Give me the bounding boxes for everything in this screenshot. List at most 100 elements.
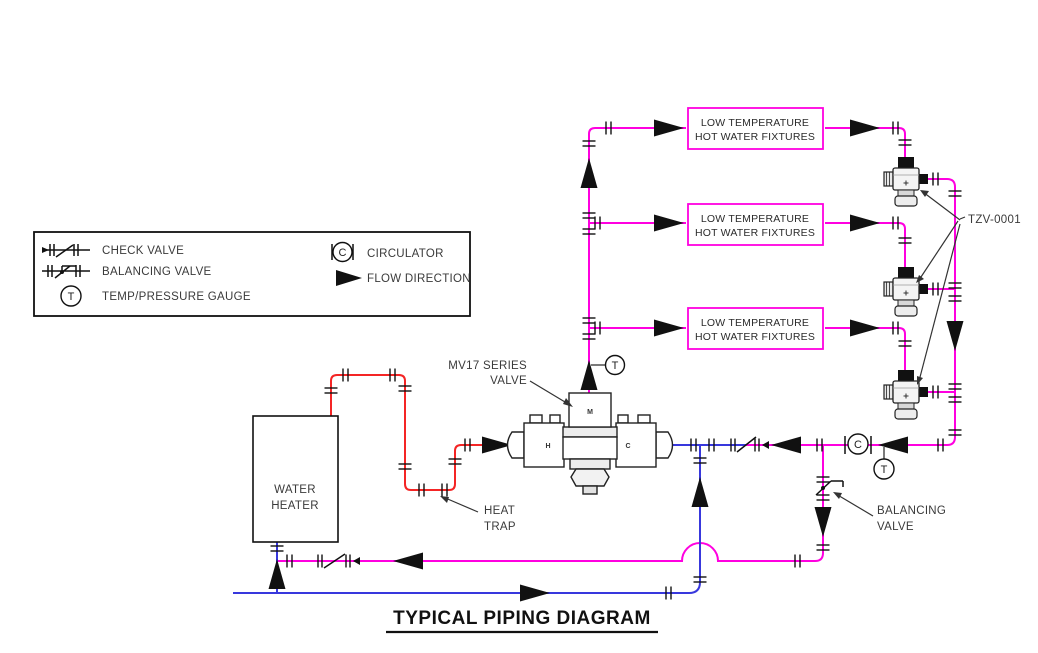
pipe-branch-3-return-drop [825,327,906,371]
flow-direction-arrow [850,119,880,137]
callouts [440,190,966,517]
flow-direction-arrow [580,158,598,188]
fixture-1-label-2: HOT WATER FIXTURES [695,131,815,143]
legend: T C CHECK VALVE BALANCING VALVE TEMP/PRE… [33,231,471,317]
tzv-leader-3-arrow [917,376,923,385]
legend-circulator-letter: C [339,247,347,259]
legend-balancing-valve-symbol [42,265,90,279]
flow-direction-arrow [580,360,598,390]
mv17-right-tab-1 [617,414,629,424]
flow-direction-arrow [520,584,550,602]
pipe-balancing-leg [277,445,824,562]
legend-temp-gauge-symbol [60,285,82,307]
heat-trap-leader-arrow [440,496,449,503]
balancing-valve-label-1: BALANCING [877,505,946,517]
balancing-valve-leader-arrow [833,492,842,499]
pipe-branch-2-return-drop [825,222,906,268]
balancing-valve-leader [835,493,874,517]
water-heater-box [252,415,339,543]
mv17-collar [562,426,618,438]
flow-arrows-layer [268,119,964,602]
fixture-box-2 [687,203,824,246]
circulator [844,433,872,455]
mv17-valve: M H C [506,392,674,495]
temp-gauge-riser [604,354,626,376]
flow-direction-arrow [654,119,684,137]
tzv-valve-3 [883,369,929,420]
mv17-lower-collar [569,458,611,470]
legend-check-valve-symbol [42,244,90,258]
tzv-valve-2 [883,266,929,317]
legend-box [33,231,471,317]
tzv-leader-2-arrow [916,275,924,283]
mv17-left-tab-1 [529,414,543,424]
pipe-hot-supply [330,374,510,491]
temp-gauge-return [873,458,895,480]
fixture-box-1 [687,107,824,150]
mv17-left-tab-2 [549,414,561,424]
mv17-bottom-nub [582,485,598,495]
pipe-unions-layer [270,121,962,600]
flow-direction-arrow [268,559,286,589]
temp-gauge-return-letter: T [881,464,888,476]
tzv-leader-1-arrow [920,190,929,197]
mv17-right-body [615,422,657,468]
pipe-mixed-riser [588,127,686,393]
check-valve-low-return-arrow [353,557,360,565]
balancing-valve-symbol [815,480,844,496]
pipe-branch-1-return-drop [825,127,906,158]
callout-labels: MV17 SERIES VALVE HEAT TRAP BALANCING VA… [448,214,1020,533]
tzv-leader-2 [918,220,959,281]
mv17-hex-nut [570,468,610,487]
mv17-actuator [568,392,612,428]
legend-temp-gauge-label: TEMP/PRESSURE GAUGE [102,291,251,303]
flow-direction-arrow [878,436,908,454]
tzv-leader-3 [918,223,961,382]
diagram-title: TYPICAL PIPING DIAGRAM [393,608,651,629]
flow-direction-arrow [482,436,512,454]
flow-direction-arrow [850,214,880,232]
circulator-letter: C [854,439,862,451]
water-heater-label-1: WATER [274,484,316,496]
flow-direction-arrow [850,319,880,337]
fixture-2-label-1: LOW TEMPERATURE [701,213,809,225]
fixture-box-3 [687,307,824,350]
fixture-3-label-2: HOT WATER FIXTURES [695,331,815,343]
legend-circulator-symbol [331,241,354,263]
legend-flow-arrow [336,270,362,286]
inline-symbols [323,354,895,569]
flow-direction-arrow [393,552,423,570]
fixture-1-label-1: LOW TEMPERATURE [701,117,809,129]
mv17-leader-arrow [563,398,573,407]
water-heater: WATER HEATER [252,415,339,543]
flow-direction-arrow [946,321,964,351]
flow-direction-arrow [654,319,684,337]
mv17-label-2: VALVE [490,375,527,387]
legend-circulator-label: CIRCULATOR [367,248,444,260]
legend-temp-gauge-letter: T [68,291,75,303]
fixture-3-label-1: LOW TEMPERATURE [701,317,809,329]
flow-direction-arrow [654,214,684,232]
temp-gauge-riser-letter: T [612,360,619,372]
flow-direction-arrow [691,477,709,507]
tzv-valve-1 [883,156,929,207]
mv17-right-tab-2 [637,414,651,424]
tzv-label-tick [959,216,966,220]
mv17-label-1: MV17 SERIES [448,360,527,372]
water-heater-label-2: HEATER [271,500,319,512]
mv17-port-h: H [545,443,550,450]
fixture-boxes: LOW TEMPERATURE HOT WATER FIXTURES LOW T… [687,107,824,350]
mv17-right-nib [655,431,674,459]
mv17-left-body [523,422,565,468]
check-valve-return [736,436,757,453]
mv17-actuator-mark: M [587,409,593,416]
legend-check-valve-label: CHECK VALVE [102,245,184,257]
check-valve-return-arrow [762,441,769,449]
flow-direction-arrow [771,436,801,454]
balancing-valve-label-2: VALVE [877,521,914,533]
piping-layer [233,127,956,594]
tzv-leader-1 [922,191,961,221]
fixture-2-label-2: HOT WATER FIXTURES [695,227,815,239]
